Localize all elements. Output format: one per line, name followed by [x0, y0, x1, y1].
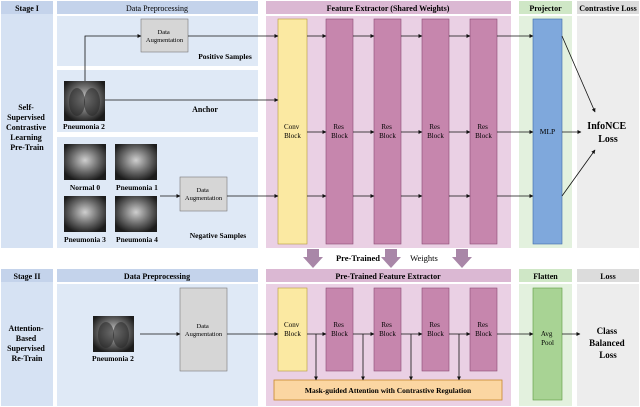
- anchor-label: Anchor: [192, 105, 218, 114]
- s1-conv-block: [277, 18, 308, 245]
- s2-xray: [93, 316, 134, 352]
- s2-conv-block: [277, 287, 308, 372]
- anchor-image-label: Pneumonia 2: [63, 122, 105, 131]
- augmentation-negative-label: Data Augmentation: [185, 187, 223, 202]
- s2-feature-extractor-title: Pre-Trained Feature Extractor: [335, 272, 441, 281]
- weights-label: Weights: [410, 253, 438, 263]
- anchor-xray: [64, 81, 105, 121]
- stage2-label: Stage II: [14, 272, 41, 281]
- weight-transfer: Pre-Trained Weights: [303, 249, 472, 268]
- negative-xray-grid: [64, 144, 157, 232]
- s2-conv-block-label: Conv Block: [284, 321, 301, 338]
- negative-image-label-2: Pneumonia 3: [64, 235, 106, 244]
- mlp-label: MLP: [540, 127, 555, 136]
- s2-feature-extractor-header: [266, 269, 511, 282]
- avgpool-block: [532, 287, 563, 401]
- s2-loss-header: [577, 269, 639, 282]
- stage2: Stage II Attention- Based Supervised Re-…: [1, 269, 639, 406]
- s1-res-block-2-label: Res Block: [379, 123, 396, 140]
- s2-res-block-1: [325, 287, 354, 372]
- contrastive-loss-header: [577, 1, 639, 14]
- s2-res-block-3: [421, 287, 450, 372]
- s1-res-block-4: [469, 18, 498, 245]
- negative-image-label-0: Normal 0: [70, 183, 100, 192]
- s2-res-block-4: [469, 287, 498, 372]
- chest-xray-icon: [64, 196, 106, 232]
- negative-image-label-1: Pneumonia 1: [116, 183, 158, 192]
- stage1-sidebar: [1, 1, 53, 248]
- class-balanced-loss-label: Class Balanced Loss: [589, 326, 627, 360]
- down-arrow-icon: [452, 249, 472, 268]
- down-arrow-icon: [303, 249, 323, 268]
- s1-conv-block-label: Conv Block: [284, 123, 301, 140]
- avgpool-label: Avg Pool: [541, 330, 554, 347]
- s1-res-block-1-label: Res Block: [331, 123, 348, 140]
- flatten-header: [519, 269, 572, 282]
- s2-augmentation-box: [179, 287, 228, 372]
- s1-feature-extractor-title: Feature Extractor (Shared Weights): [327, 4, 450, 13]
- contrastive-loss-panel: [577, 16, 639, 248]
- s2-res-block-2: [373, 287, 402, 372]
- s2-res-block-2-label: Res Block: [379, 321, 396, 338]
- stage1-label: Stage I: [15, 4, 39, 13]
- positive-samples-label: Positive Samples: [198, 52, 252, 61]
- s1-res-block-1: [325, 18, 354, 245]
- s1-res-block-3-label: Res Block: [427, 123, 444, 140]
- s2-res-block-3-label: Res Block: [427, 321, 444, 338]
- down-arrow-icon: [381, 249, 401, 268]
- projector-title: Projector: [529, 4, 562, 13]
- s1-data-preprocessing-header: [57, 1, 258, 14]
- s2-data-preprocessing-header: [57, 269, 258, 282]
- stage1-name: Self- Supervised Contrastive Learning Pr…: [6, 103, 48, 152]
- attention-module: [273, 379, 503, 401]
- augmentation-box-negative: [179, 176, 228, 212]
- stage2-sidebar: [1, 269, 53, 406]
- projector-header: [519, 1, 572, 14]
- chest-xray-icon: [64, 144, 106, 180]
- s1-res-block-3: [421, 18, 450, 245]
- flatten-title: Flatten: [533, 272, 558, 281]
- augmentation-positive-label: Data Augmentation: [146, 29, 184, 44]
- stage1-arrows: [84, 34, 596, 198]
- s2-image-label: Pneumonia 2: [92, 354, 134, 363]
- s2-res-block-1-label: Res Block: [331, 321, 348, 338]
- pre-trained-label: Pre-Trained: [336, 253, 380, 263]
- s2-loss-panel: [577, 284, 639, 406]
- stage1: Stage I Self- Supervised Contrastive Lea…: [1, 1, 639, 248]
- s2-data-preprocessing-panel: [57, 284, 258, 406]
- s1-res-block-2: [373, 18, 402, 245]
- chest-xray-icon: [115, 144, 157, 180]
- s2-loss-title: Loss: [600, 272, 616, 281]
- s2-res-block-4-label: Res Block: [475, 321, 492, 338]
- s2-augmentation-label: Data Augmentation: [185, 323, 223, 338]
- s1-data-preprocessing-title: Data Preprocessing: [126, 4, 188, 13]
- stage2-label-bar: [1, 269, 53, 282]
- s1-feature-extractor-header: [266, 1, 511, 14]
- chest-xray-icon: [115, 196, 157, 232]
- negative-samples-label: Negative Samples: [190, 231, 247, 240]
- negative-image-label-3: Pneumonia 4: [116, 235, 158, 244]
- stage2-name: Attention- Based Supervised Re-Train: [7, 324, 47, 363]
- attention-module-label: Mask-guided Attention with Contrastive R…: [305, 386, 472, 395]
- stage2-arrows: [140, 332, 581, 381]
- s1-res-block-4-label: Res Block: [475, 123, 492, 140]
- s2-data-preprocessing-title: Data Preprocessing: [124, 272, 190, 281]
- stage1-label-bar: [1, 1, 53, 14]
- contrastive-loss-title: Contrastive Loss: [579, 4, 637, 13]
- infonce-loss-label: InfoNCE Loss: [587, 121, 628, 145]
